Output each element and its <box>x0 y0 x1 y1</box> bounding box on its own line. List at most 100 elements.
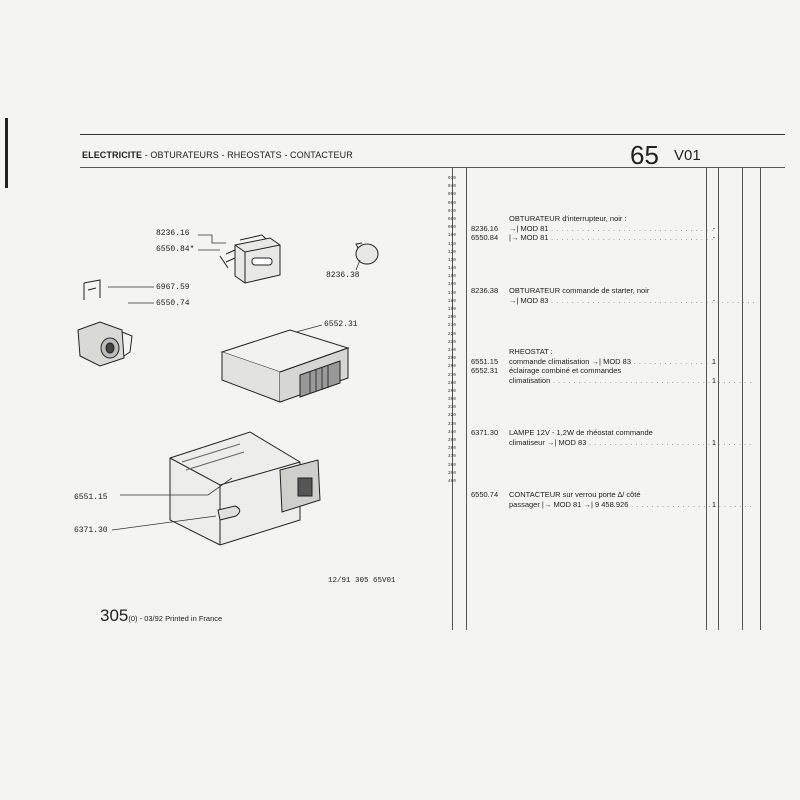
entry-lampe: 6371.30 LAMPE 12V - 1,2W de rhéostat comm… <box>471 428 754 447</box>
line-number: 400 <box>447 478 456 484</box>
callout-6550-74: 6550.74 <box>156 299 190 308</box>
part-ref: 8236.16 <box>471 223 499 233</box>
part-desc: LAMPE 12V - 1,2W de rhéostat commande <box>509 428 653 437</box>
part-desc: →| MOD 83 <box>509 296 754 306</box>
footer-model-line: 305(0) - 03/92 Printed in France <box>100 606 222 626</box>
switch-blank-drawing <box>219 234 281 284</box>
line-number: 350 <box>447 438 456 443</box>
part-qty: - <box>712 233 716 242</box>
entry-row: passager |→ MOD 81 →| 9 458.9261 <box>471 500 754 510</box>
part-desc: climatisation <box>509 376 754 386</box>
column-rule-a <box>718 168 719 630</box>
header-rule <box>80 167 785 168</box>
line-number: 280 <box>447 380 456 386</box>
column-rule-illustration <box>452 168 453 630</box>
line-number: 370 <box>447 454 456 460</box>
round-cap-drawing <box>355 242 379 265</box>
line-number: 180 <box>447 298 456 304</box>
column-rule-lines <box>466 168 467 630</box>
part-ref: 6550.74 <box>471 490 499 499</box>
entry-row: climatiseur →| MOD 831 <box>471 438 754 448</box>
part-desc: CONTACTEUR sur verrou porte ∆/ côté <box>509 490 641 499</box>
part-ref: 6552.31 <box>471 366 499 375</box>
line-number: 290 <box>447 388 456 394</box>
line-number: 040 <box>447 184 456 190</box>
plate-reference: 12/91 305 65V01 <box>328 577 396 585</box>
line-number: 050 <box>447 192 456 198</box>
line-number: 120 <box>447 249 456 255</box>
part-desc: OBTURATEUR commande de starter, noir <box>509 286 650 295</box>
line-number: 190 <box>447 307 456 312</box>
line-number: 110 <box>447 241 456 247</box>
line-number: 160 <box>447 282 456 288</box>
clip-drawing <box>83 279 101 300</box>
line-number: 170 <box>447 290 456 296</box>
line-number: 200 <box>447 315 456 321</box>
entry-title: RHEOSTAT : <box>471 347 754 357</box>
part-ref: 6551.15 <box>471 356 499 366</box>
door-contact-drawing <box>77 321 133 367</box>
footer-printed: - 03/92 Printed in France <box>137 614 223 623</box>
part-desc: passager |→ MOD 81 →| 9 458.926 <box>509 500 754 510</box>
part-ref: 6371.30 <box>471 428 499 437</box>
callout-6552-31: 6552.31 <box>324 320 358 329</box>
line-number: 030 <box>447 176 456 181</box>
line-number: 310 <box>447 405 456 411</box>
line-number: 240 <box>447 347 456 353</box>
group-number: 65 <box>630 140 659 170</box>
line-number: 380 <box>447 462 456 468</box>
line-number: 060 <box>447 200 456 206</box>
binding-edge-mark <box>5 118 8 188</box>
part-ref: 8236.38 <box>471 286 499 295</box>
column-rule-b <box>742 168 743 630</box>
callout-6551-15: 6551.15 <box>74 493 108 502</box>
entry-contacteur: 6550.74 CONTACTEUR sur verrou porte ∆/ cô… <box>471 490 754 509</box>
line-number: 140 <box>447 266 456 272</box>
line-number: 260 <box>447 364 456 370</box>
top-rule <box>80 134 785 135</box>
rheostat-module-drawing <box>169 431 321 546</box>
part-desc: climatiseur →| MOD 83 <box>509 438 754 448</box>
line-number: 130 <box>447 257 456 263</box>
entry-row: 8236.38 OBTURATEUR commande de starter, n… <box>471 286 716 296</box>
entry-obturateur-interrupteur: OBTURATEUR d'interrupteur, noir : 8236.1… <box>471 214 754 243</box>
subgroup-code: V01 <box>674 147 701 164</box>
line-number: 210 <box>447 323 456 329</box>
line-number: 300 <box>447 397 456 403</box>
part-desc: →| MOD 81 <box>509 224 716 234</box>
section-title-main: ELECTRICITE <box>82 150 143 160</box>
part-qty: 1 <box>711 375 717 385</box>
callout-8236-16: 8236.16 <box>156 229 190 238</box>
rheostat-box-drawing <box>220 329 350 403</box>
line-number: 330 <box>447 421 456 427</box>
entry-title: OBTURATEUR d'interrupteur, noir : <box>471 214 754 224</box>
part-qty: - <box>712 295 716 305</box>
line-number: 100 <box>447 233 456 239</box>
line-number: 230 <box>447 339 456 345</box>
callout-8236-38: 8236.38 <box>326 271 360 280</box>
lamp-drawing <box>217 505 241 521</box>
line-number: 090 <box>447 225 456 231</box>
line-number: 220 <box>447 331 456 337</box>
part-qty: 1 <box>711 499 717 509</box>
entry-title-text: RHEOSTAT : <box>509 347 553 356</box>
entry-row: 6550.84|→ MOD 81- <box>471 233 716 243</box>
line-number: 150 <box>447 274 456 280</box>
callout-6371-30: 6371.30 <box>74 526 108 535</box>
entry-row: 8236.16→| MOD 81- <box>471 224 716 234</box>
part-qty: 1 <box>711 356 717 366</box>
part-desc: |→ MOD 81 <box>509 233 716 243</box>
callout-6550-84: 6550.84* <box>156 245 195 254</box>
column-rule-c <box>760 168 761 630</box>
entry-row: 6371.30 LAMPE 12V - 1,2W de rhéostat comm… <box>471 428 716 438</box>
line-number: 340 <box>447 429 456 435</box>
callout-6967-59: 6967.59 <box>156 283 190 292</box>
line-number: 390 <box>447 470 456 476</box>
line-number: 360 <box>447 446 456 452</box>
